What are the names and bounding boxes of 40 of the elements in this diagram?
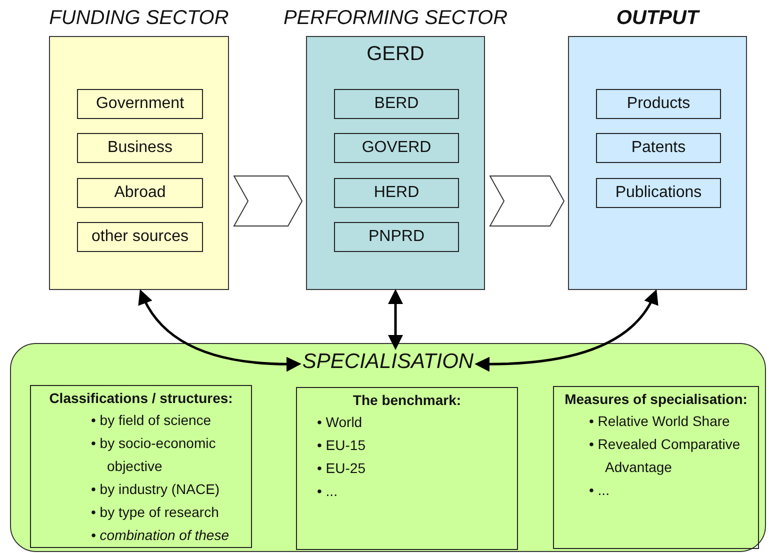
category-box: Publications	[596, 178, 721, 208]
list-heading: Classifications / structures:	[48, 390, 234, 406]
list-item: • ...	[317, 482, 338, 501]
list-heading: The benchmark:	[352, 392, 462, 408]
sector-heading: FUNDING SECTOR	[49, 7, 229, 30]
category-box: Business	[77, 133, 203, 163]
list-box	[296, 387, 518, 550]
category-box: Patents	[596, 133, 721, 163]
list-box	[30, 385, 252, 548]
curved-arrow	[474, 289, 658, 372]
category-box: other sources	[77, 222, 203, 252]
chevron-arrow	[489, 176, 565, 226]
list-item: • by type of research	[91, 503, 220, 522]
list-item: • by industry (NACE)	[91, 480, 221, 499]
category-box: GOVERD	[334, 133, 459, 163]
list-box	[553, 386, 759, 549]
list-item: • by socio-economic objective	[91, 434, 217, 476]
list-item: • Revealed Comparative Advantage	[589, 435, 742, 477]
category-box: PNPRD	[334, 222, 459, 252]
curved-arrow	[388, 289, 403, 350]
list-item: • EU-15	[317, 436, 366, 455]
list-item: • ...	[589, 481, 610, 500]
list-item: • World	[317, 413, 364, 432]
list-item: • EU-25	[317, 459, 366, 478]
sector-heading: OUTPUT	[616, 7, 699, 30]
category-box: Abroad	[77, 178, 203, 208]
category-box: HERD	[334, 178, 459, 208]
rounded-panel	[10, 343, 766, 552]
sector-heading: PERFORMING SECTOR	[283, 7, 508, 30]
chevron-arrow	[233, 176, 303, 226]
panel-title: SPECIALISATION	[302, 350, 474, 374]
category-box: BERD	[334, 89, 459, 119]
category-box: Government	[77, 89, 203, 119]
list-item: • by field of science	[91, 411, 212, 430]
list-heading: Measures of specialisation:	[564, 391, 748, 407]
list-item: • Relative World Share	[589, 412, 731, 431]
category-box: Products	[596, 89, 721, 119]
list-item: • combination of these	[91, 526, 230, 545]
panel-title: GERD	[366, 43, 424, 65]
curved-arrow	[139, 289, 302, 372]
